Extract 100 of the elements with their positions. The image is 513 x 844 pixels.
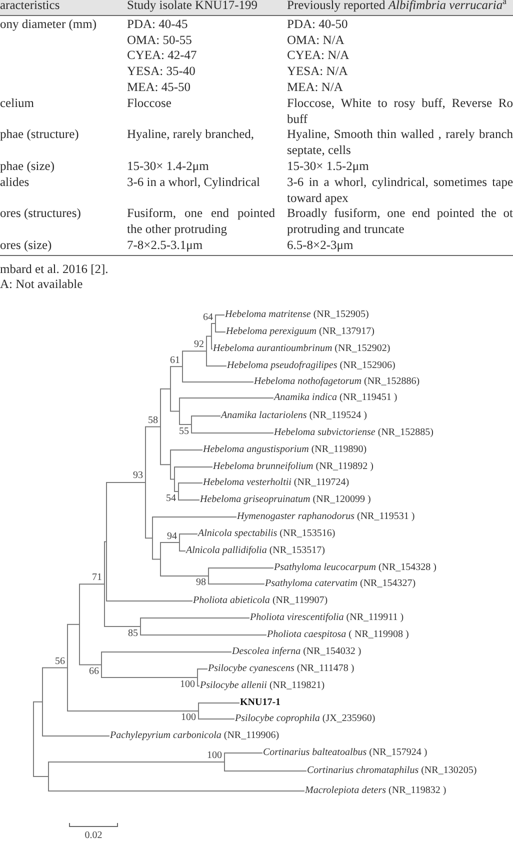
branch-line [106, 482, 146, 483]
taxon-label: Hebeloma aurantioumbrinum (NR_152902) [213, 343, 390, 355]
taxon-label: Hebeloma nothofagetorum (NR_152886) [254, 376, 420, 388]
branch-line [152, 558, 160, 560]
taxon-label: Pholiota abieticola (NR_119907) [193, 595, 328, 607]
branch-line [160, 542, 180, 543]
column-header: Previously reported Albifimbria verrucaria$^{a}$ [287, 0, 506, 12]
taxon-label: Psilocybe allenii (NR_119821) [200, 680, 325, 692]
row-header: alides [0, 174, 30, 189]
table-value: OMA: N/A [287, 32, 344, 47]
taxon-label: Psathyloma catervatim (NR_154327) [265, 578, 416, 590]
table-value: PDA: 40-50 [287, 16, 348, 31]
taxon-label: Anamika lactariolens (NR_119524 ) [221, 410, 368, 422]
taxon-label: Hymenogaster raphanodorus (NR_119531 ) [237, 511, 415, 523]
branch-line [170, 366, 182, 368]
bootstrap-value: 71 [92, 572, 102, 584]
taxon-label: Alnicola pallidifolia (NR_153517) [186, 545, 325, 557]
table-value: CYEA: 42-47 [127, 48, 197, 62]
branch-line [140, 634, 267, 636]
bootstrap-value: 66 [89, 666, 99, 677]
branch-line [224, 752, 263, 754]
taxon-label: Hebeloma griseopruinatum (NR_120099 ) [200, 494, 371, 506]
taxon-label: Macrolepiota deters (NR_119832 ) [305, 785, 446, 797]
taxon-label: Descolea inferna (NR_154032 ) [232, 646, 362, 658]
table-value: YESA: 35-40 [127, 64, 196, 78]
branch-line [182, 350, 206, 352]
branch-line [152, 516, 237, 518]
taxon-label: Anamika indica (NR_119451 ) [274, 392, 398, 404]
table-value: 7-8×2.5-3.1μm [127, 238, 203, 252]
branch-line [48, 790, 305, 792]
table-note: mbard et al. 2016 [2]. [0, 262, 108, 277]
taxon-label: Psathyloma leucocarpum (NR_154328 ) [274, 562, 436, 574]
table-value: 6.5-8×2-3μm [287, 238, 354, 252]
taxon-label: Hebeloma perexiguum (NR_137917) [226, 326, 374, 338]
taxon-label: KNU17-1 [240, 697, 281, 709]
bootstrap-value: 100 [181, 712, 196, 723]
branch-line [160, 388, 170, 390]
bootstrap-value: 56 [55, 656, 65, 667]
bootstrap-value: 94 [167, 530, 177, 542]
column-header: Study isolate KNU17-199 [127, 0, 258, 12]
bootstrap-value: 93 [133, 470, 143, 482]
table-value: OMA: 50-55 [127, 32, 192, 47]
branch-line [198, 718, 235, 720]
branch-line [32, 776, 48, 777]
taxon-label: Hebeloma angustisporium (NR_119890) [203, 444, 367, 456]
taxon-label: Hebeloma pseudofragilipes (NR_152906) [227, 360, 396, 372]
bootstrap-value: 100 [207, 750, 222, 761]
bootstrap-value: 55 [179, 426, 189, 436]
table-value: Fusiform, one end pointed the other protruding [127, 206, 275, 236]
branch-line [104, 626, 140, 627]
bootstrap-value: 85 [128, 628, 138, 638]
branch-line [174, 466, 213, 468]
table-value: PDA: 40-45 [127, 16, 188, 31]
table-note: A: Not available [0, 277, 83, 292]
taxon-label: Cortinarius chromataphilus (NR_130205) [307, 765, 477, 777]
scale-label: 0.02 [84, 830, 102, 841]
row-header: ony diameter (mm) [0, 16, 96, 31]
table-value: 3-6 in a whorl, cylindrical, sometimes tape toward apex [287, 174, 513, 205]
row-header: phae (size) [0, 158, 54, 173]
branch-line [190, 432, 274, 434]
bootstrap-value: 54 [166, 492, 176, 504]
taxon-label: Hebeloma vesterholtii (NR_119724) [203, 477, 350, 489]
branch-line [78, 584, 104, 585]
table-value: Broadly fusiform, one end pointed the ot protruding and truncate [287, 206, 513, 236]
branch-line [32, 701, 42, 702]
branch-line [78, 664, 102, 666]
row-header: ores (structures) [0, 206, 81, 220]
taxon-label: Pachylepyrium carbonicola (NR_119906) [110, 730, 280, 742]
table-value: 15-30× 1.5-2μm [287, 158, 369, 173]
bootstrap-value: 98 [196, 577, 206, 588]
table-value: Hyaline, rarely branched, [127, 127, 254, 142]
taxon-label: Psilocybe cyanescens (NR_111478 ) [208, 663, 354, 675]
column-header: aracteristics [0, 0, 60, 12]
bootstrap-value: 100 [180, 678, 195, 690]
branch-line [196, 668, 208, 670]
branch-line [104, 541, 106, 542]
row-header: ores (size) [0, 238, 52, 252]
taxon-label: Cortinarius balteatoalbus (NR_157924 ) [263, 747, 428, 759]
taxon-label: Pholiota caespitosa ( NR_119908 ) [267, 629, 409, 641]
taxon-label: Alnicola spectabilis (NR_153516) [198, 528, 336, 540]
taxon-label: Hebeloma brunneifolium (NR_119892 ) [213, 461, 374, 473]
table-value: YESA: N/A [287, 64, 348, 78]
table-value: Hyaline, Smooth thin walled , rarely branch septate, cells [287, 127, 513, 158]
branch-line [170, 478, 174, 480]
branch-line [42, 667, 68, 668]
branch-line [170, 410, 180, 412]
row-header: celium [0, 96, 34, 110]
branch-line [210, 323, 216, 324]
branch-line [66, 710, 198, 712]
table-value: MEA: 45-50 [127, 80, 191, 94]
branch-line [66, 624, 80, 625]
taxon-label: Hebeloma matritense (NR_152905) [225, 309, 369, 321]
branch-line [214, 314, 225, 316]
branch-line [178, 482, 203, 484]
table-value: Floccose [127, 96, 172, 110]
table-value: 15-30× 1.4-2μm [127, 158, 209, 173]
table-value: Floccose, White to rosy buff, Reverse Ro buff [287, 96, 513, 126]
bootstrap-value: 58 [148, 414, 158, 426]
branch-line [100, 677, 198, 678]
bootstrap-value: 61 [170, 354, 180, 366]
